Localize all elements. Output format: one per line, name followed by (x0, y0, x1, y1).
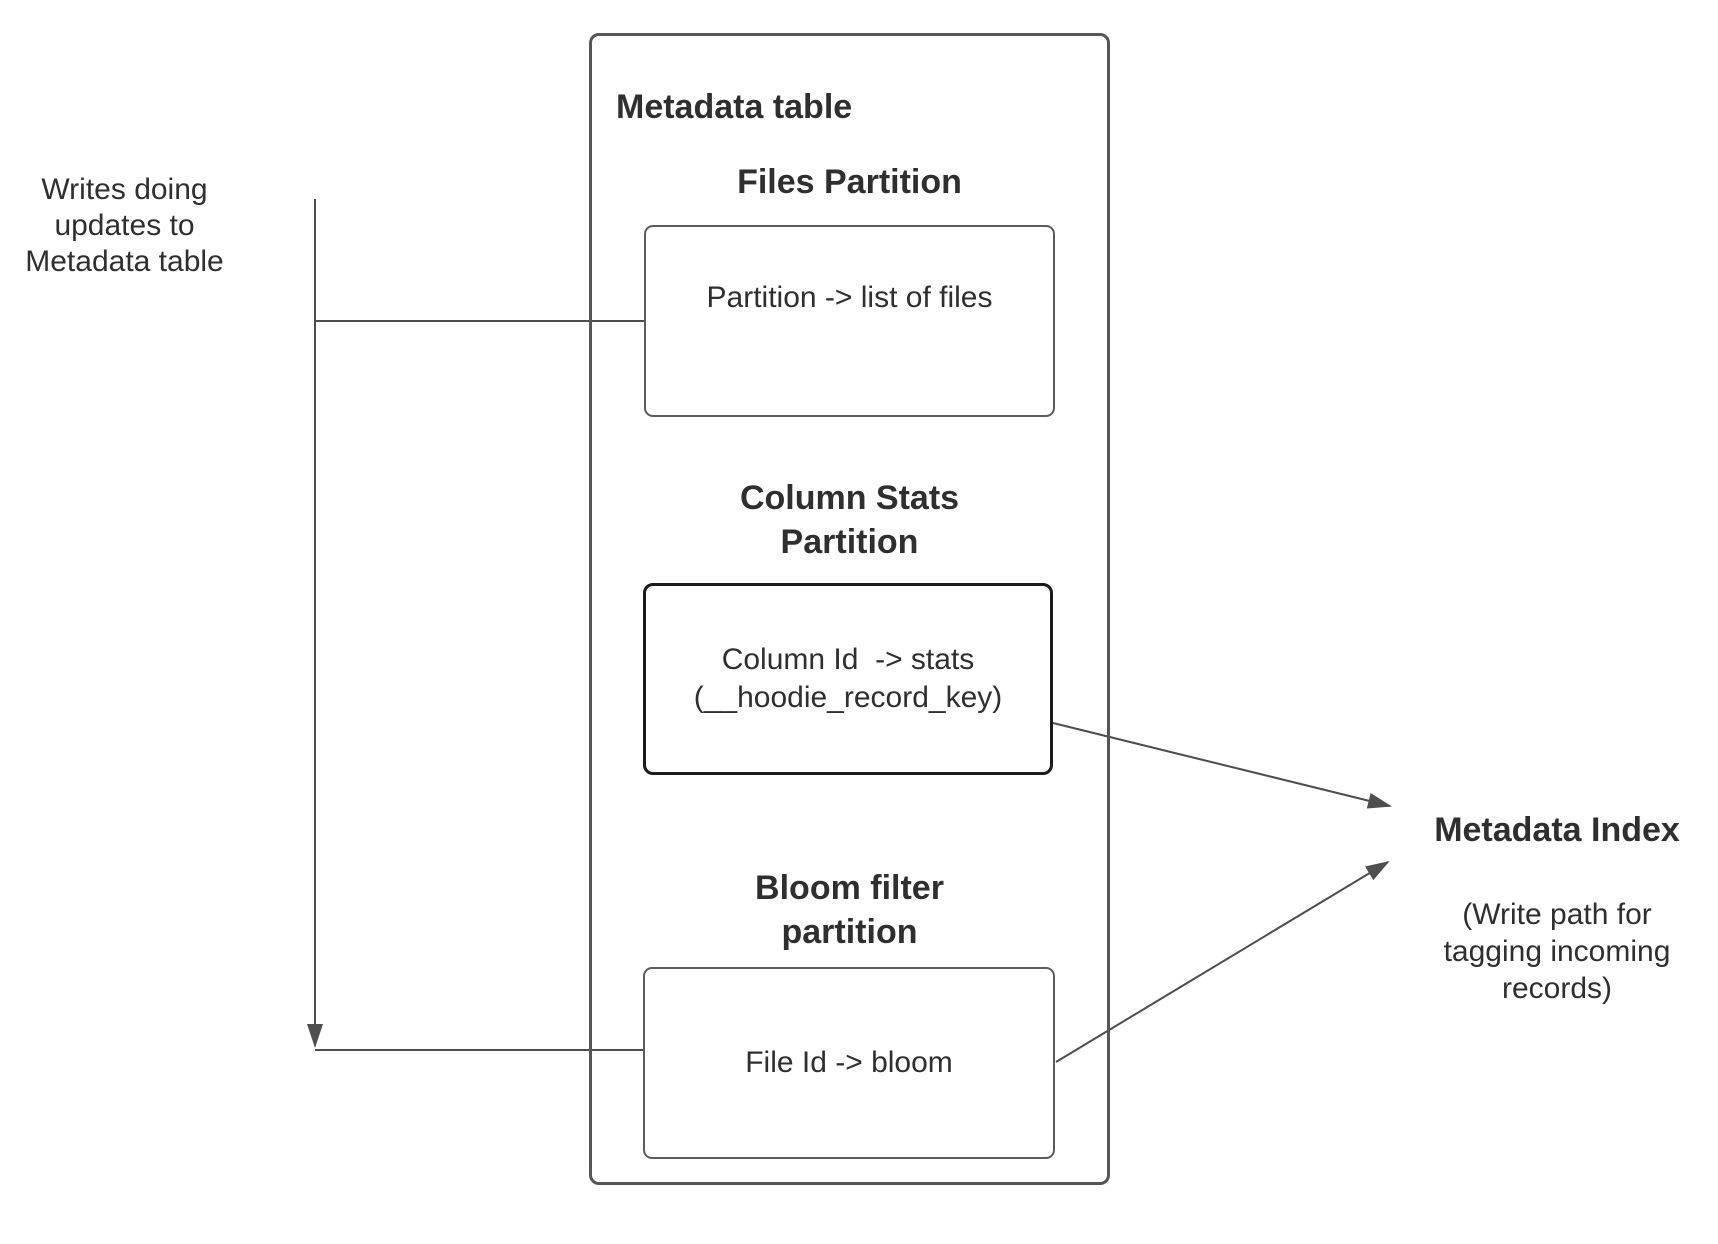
bloom-filter-partition-mapping: File Id -> bloom (745, 1046, 953, 1079)
files-partition-mapping: Partition -> list of files (706, 281, 993, 314)
metadata-index-title: Metadata Index (1434, 811, 1680, 849)
column-stats-partition-heading: Column Stats Partition (739, 479, 960, 561)
column-stats-partition-box: Column Id -> stats (__hoodie_record_key) (643, 583, 1053, 775)
bloom-to-index-arrow (1055, 860, 1390, 1063)
column-stats-partition-mapping: Column Id -> stats (__hoodie_record_key) (693, 643, 1003, 714)
metadata-index-subtitle: (Write path for tagging incoming records… (1443, 898, 1671, 1005)
bloom-filter-partition-box: File Id -> bloom (643, 967, 1055, 1159)
metadata-table-container: Metadata table Files Partition Partition… (589, 33, 1110, 1185)
writes-updates-note: Writes doing updates to Metadata table (25, 173, 224, 278)
bloom-filter-partition-heading: Bloom filter partition (755, 869, 944, 951)
metadata-index-label: Metadata Index (Write path for tagging i… (1417, 808, 1697, 1007)
metadata-table-title: Metadata table (616, 88, 853, 126)
files-partition-box: Partition -> list of files (644, 225, 1055, 417)
files-partition-heading: Files Partition (737, 163, 962, 201)
